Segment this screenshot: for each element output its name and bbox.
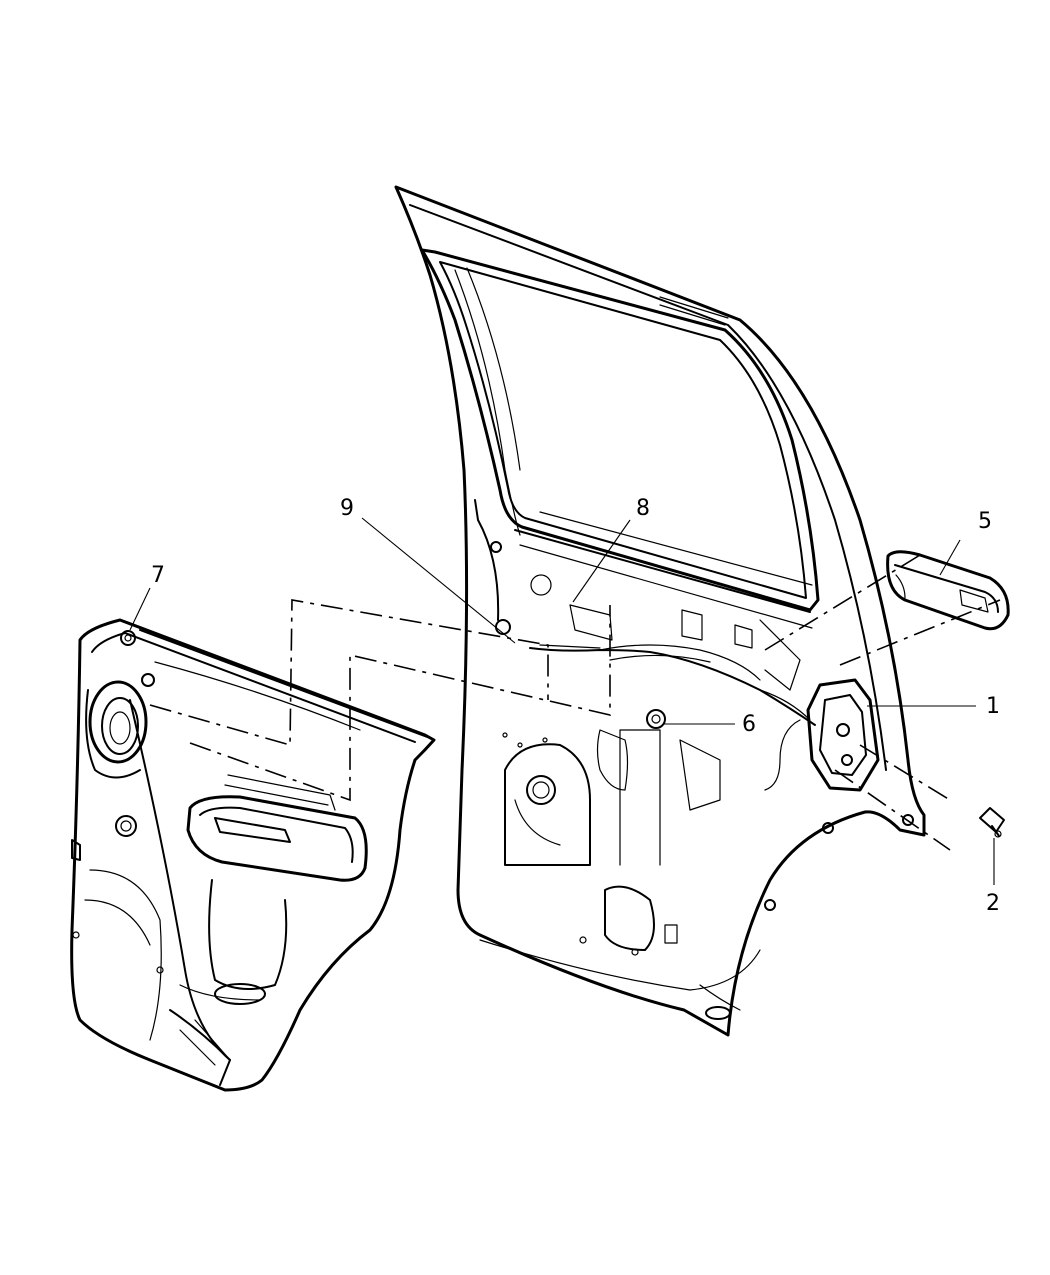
alignment-lines <box>149 554 1001 851</box>
callout-2: 2 <box>986 891 1000 916</box>
callout-9: 9 <box>340 496 354 521</box>
actuator-rod <box>529 644 816 726</box>
callouts: 1 2 5 6 7 8 9 <box>151 496 1000 916</box>
screw-2 <box>979 807 1005 838</box>
latch-assembly <box>759 678 880 792</box>
callout-7: 7 <box>151 563 165 588</box>
retainer-clip-6 <box>646 709 666 729</box>
callout-6: 6 <box>742 712 756 737</box>
trim-panel <box>70 618 436 1092</box>
callout-5: 5 <box>978 509 992 534</box>
callout-1: 1 <box>986 694 1000 719</box>
callout-8: 8 <box>636 496 650 521</box>
leader-lines <box>129 517 995 885</box>
door-shell <box>394 185 926 1037</box>
inside-handle <box>886 550 1010 631</box>
